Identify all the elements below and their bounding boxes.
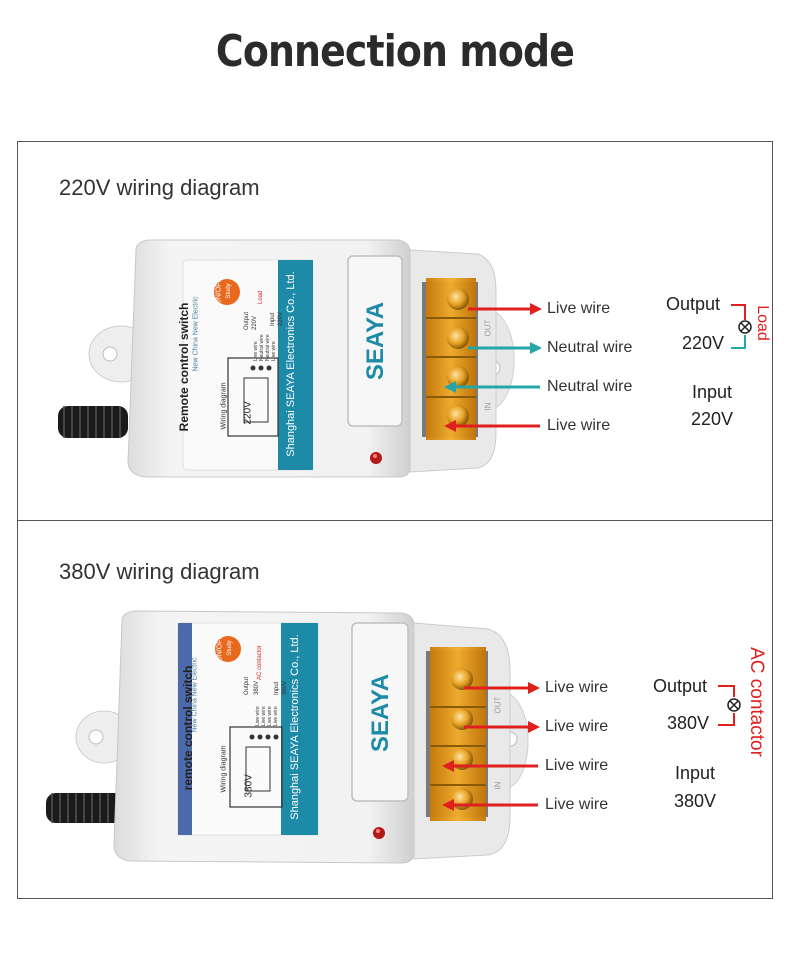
diagram-panel-220v: 220V wiring diagram	[17, 141, 773, 521]
load-symbol	[731, 304, 752, 349]
wire-label: Live wire	[547, 300, 611, 317]
wire-label: Live wire	[545, 796, 609, 813]
terminal-in-label: IN	[483, 402, 493, 411]
output-voltage: 380V	[667, 713, 710, 733]
device-name: remote control switch	[181, 665, 195, 791]
device-output-label: Output	[244, 676, 250, 695]
terminal-out-label: OUT	[493, 696, 503, 714]
device-load-label: Load	[258, 290, 264, 304]
device-company: Shanghai SEAYA Electronics Co., Ltd.	[285, 271, 297, 457]
output-voltage: 220V	[682, 333, 725, 353]
terminal-in-label: IN	[493, 781, 503, 790]
device-wire-label: Live wire	[273, 706, 279, 726]
contactor-symbol	[718, 685, 741, 726]
wire-label: Neutral wire	[547, 378, 633, 395]
device-small-voltage: 380V	[282, 680, 288, 695]
device-small-voltage: 220V	[278, 311, 284, 326]
wire-label: Live wire	[545, 679, 609, 696]
device-brand: SEAYA	[362, 301, 389, 381]
page-title: Connection mode	[215, 26, 575, 77]
device-illustration	[46, 610, 741, 864]
input-voltage: 380V	[673, 791, 717, 811]
device-output-label: Output	[244, 311, 250, 330]
antenna-cable	[58, 406, 128, 438]
device-wiring-label: Wiring diagram	[220, 745, 228, 793]
button-label-study: Study	[227, 640, 233, 656]
device-voltage: 380V	[243, 774, 255, 798]
device-brand: SEAYA	[367, 673, 394, 753]
device-slogan: New China New Electric	[192, 296, 200, 372]
device-company: Shanghai SEAYA Electronics Co., Ltd.	[289, 634, 301, 820]
wire-arrows	[444, 303, 542, 432]
output-label: Output	[653, 676, 708, 696]
antenna-cable	[46, 793, 124, 823]
wire-label: Live wire	[545, 757, 609, 774]
terminal-out-label: OUT	[483, 319, 493, 337]
input-label: Input	[674, 763, 716, 783]
diagram-title: 380V wiring diagram	[59, 559, 260, 584]
button-label-study: Study	[226, 283, 232, 299]
load-label: Load	[754, 305, 771, 341]
wire-label: Live wire	[545, 718, 609, 735]
wire-arrows	[442, 682, 540, 811]
wire-label: Live wire	[547, 417, 611, 434]
wire-label: Neutral wire	[547, 339, 633, 356]
device-voltage: 220V	[242, 401, 254, 425]
input-label: Input	[691, 382, 733, 402]
button-label-onoff: ON/OFF	[215, 278, 223, 305]
diagram-title: 220V wiring diagram	[59, 175, 260, 200]
device-illustration	[58, 239, 752, 478]
device-wire-label: Live wire	[271, 341, 277, 361]
input-voltage: 220V	[690, 409, 734, 429]
button-label-onoff: ON/OFF	[216, 635, 224, 662]
contactor-label: AC contactor	[746, 647, 767, 757]
device-name: Remote control switch	[177, 302, 191, 432]
device-wiring-label: Wiring diagram	[220, 382, 228, 430]
diagram-panel-380v: 380V wiring diagram	[17, 520, 773, 899]
output-label: Output	[666, 294, 721, 314]
